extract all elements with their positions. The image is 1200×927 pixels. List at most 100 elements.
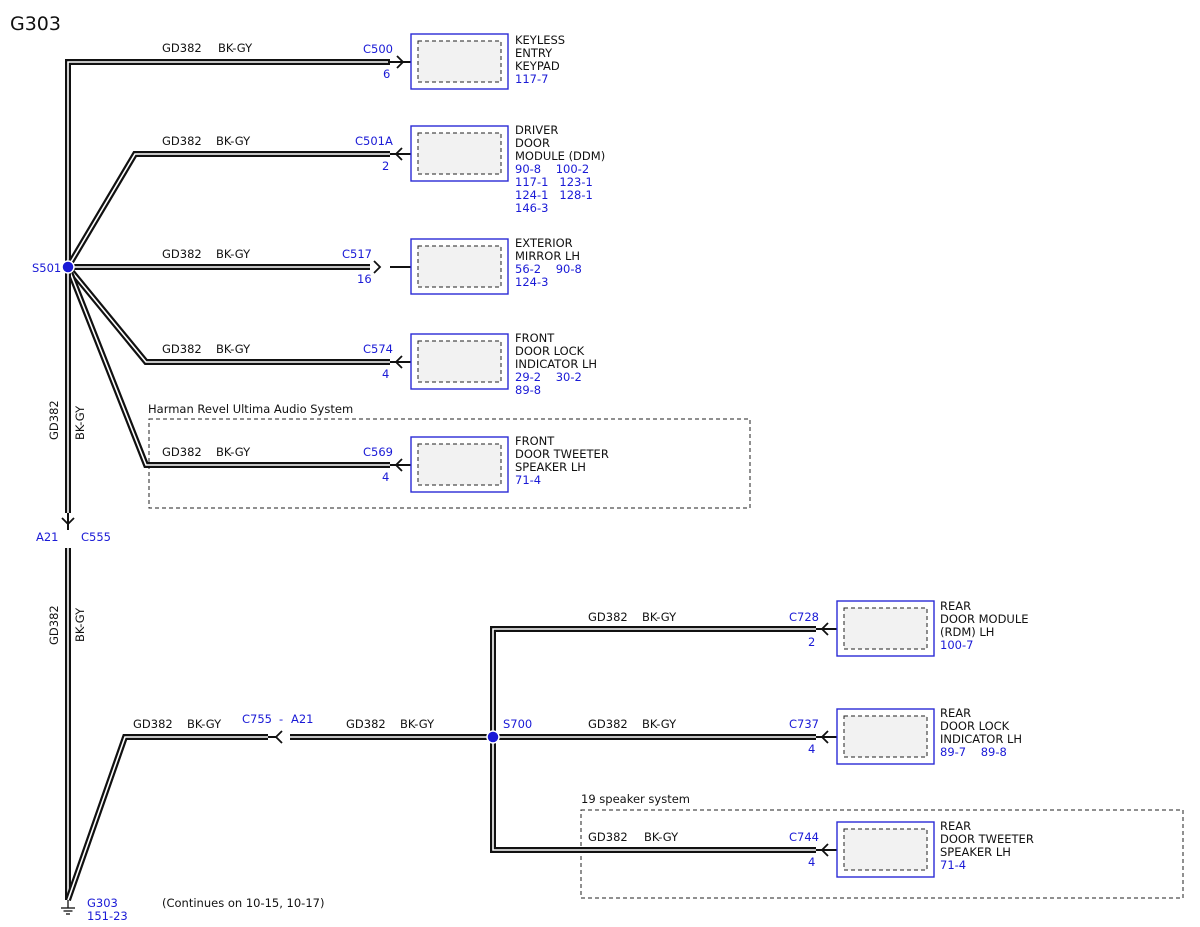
c517-arrow-icon <box>373 260 382 274</box>
wire-circuit: GD382 <box>47 400 61 440</box>
connector-pin: 4 <box>382 367 389 381</box>
wire-c574 <box>65 265 390 365</box>
connector-id: C755 <box>242 712 272 726</box>
connector-pin: 2 <box>382 159 389 173</box>
component-name: DOOR TWEETER <box>940 832 1034 846</box>
wire-circuit: GD382 <box>162 134 202 148</box>
component-front-lock <box>410 333 509 390</box>
wire-group <box>65 59 816 901</box>
connector-id: C517 <box>342 247 372 261</box>
wire-circuit: GD382 <box>162 247 202 261</box>
component-name: FRONT <box>515 434 555 448</box>
component-ref: 71-4 <box>940 858 966 872</box>
component-ref: 124-1 128-1 <box>515 188 593 202</box>
component-ref: 90-8 100-2 <box>515 162 589 176</box>
c501a-arrow-icon <box>394 147 403 161</box>
wire-color: BK-GY <box>216 247 251 261</box>
wire-color: BK-GY <box>644 830 679 844</box>
c574-arrow-icon <box>394 355 403 369</box>
connector-sep: - <box>279 712 283 726</box>
wire-lower-left <box>65 734 268 901</box>
wire-color: BK-GY <box>187 717 222 731</box>
wire-circuit: GD382 <box>162 445 202 459</box>
component-rear-lock <box>836 708 935 765</box>
component-mirror <box>410 238 509 295</box>
component-name: DOOR TWEETER <box>515 447 609 461</box>
connector-pin: A21 <box>36 530 59 544</box>
wire-color: BK-GY <box>642 610 677 624</box>
wire-circuit: GD382 <box>588 830 628 844</box>
wire-color: BK-GY <box>216 134 251 148</box>
component-name: DRIVER <box>515 123 558 137</box>
harman-option-box: Harman Revel Ultima Audio System <box>148 402 751 509</box>
component-ref: 117-7 <box>515 72 548 86</box>
wire-c500 <box>65 59 390 267</box>
component-ref: 117-1 123-1 <box>515 175 593 189</box>
component-ddm <box>410 125 509 182</box>
wire-c501a <box>65 151 390 269</box>
c737-arrow-icon <box>820 730 829 744</box>
wire-color: BK-GY <box>642 717 677 731</box>
component-name: MODULE (DDM) <box>515 149 605 163</box>
wire-color: BK-GY <box>216 445 251 459</box>
wire-color: BK-GY <box>216 342 251 356</box>
connector-pin: A21 <box>291 712 314 726</box>
connector-id: C574 <box>363 342 393 356</box>
wire-circuit: GD382 <box>346 717 386 731</box>
connector-id: C737 <box>789 717 819 731</box>
continues-note: (Continues on 10-15, 10-17) <box>162 896 324 910</box>
wire-c569 <box>65 265 390 468</box>
component-rear-tweeter <box>836 821 935 878</box>
component-keypad <box>410 33 509 90</box>
connector-pin: 2 <box>808 635 815 649</box>
connector-id: C501A <box>355 134 393 148</box>
component-name: ENTRY <box>515 46 553 60</box>
splice-s700-icon <box>486 730 500 744</box>
component-name: KEYLESS <box>515 33 565 47</box>
wire-labels: GD382 BK-GY GD382 BK-GY GD382 BK-GY GD38… <box>47 41 679 844</box>
c569-arrow-icon <box>394 458 403 472</box>
wire-color: BK-GY <box>400 717 435 731</box>
wire-circuit: GD382 <box>47 605 61 645</box>
component-ref: 146-3 <box>515 201 548 215</box>
connector-id: C555 <box>81 530 111 544</box>
component-front-tweeter <box>410 436 509 493</box>
wire-color: BK-GY <box>73 607 87 642</box>
c500-arrow-icon <box>396 55 405 69</box>
wire-circuit: GD382 <box>588 717 628 731</box>
wire-color: BK-GY <box>73 405 87 440</box>
component-name: SPEAKER LH <box>515 460 586 474</box>
component-name: DOOR LOCK <box>515 344 585 358</box>
component-name: (RDM) LH <box>940 625 994 639</box>
component-name: KEYPAD <box>515 59 560 73</box>
speaker19-option-label: 19 speaker system <box>581 792 690 806</box>
component-name: INDICATOR LH <box>940 732 1022 746</box>
connector-id: C728 <box>789 610 819 624</box>
component-name: DOOR LOCK <box>940 719 1010 733</box>
component-name: DOOR MODULE <box>940 612 1029 626</box>
component-name: REAR <box>940 599 971 613</box>
component-ref: 100-7 <box>940 638 973 652</box>
wire-circuit: GD382 <box>162 342 202 356</box>
connector-labels: C500 6 C501A 2 C517 16 C574 4 C569 4 A21… <box>36 42 819 869</box>
component-ref: 89-8 <box>515 383 541 397</box>
component-ref: 89-7 89-8 <box>940 745 1007 759</box>
component-ref: 56-2 90-8 <box>515 262 582 276</box>
component-name: DOOR <box>515 136 550 150</box>
speaker19-option-box: 19 speaker system <box>580 792 1184 899</box>
component-name: MIRROR LH <box>515 249 580 263</box>
ground-icon <box>61 900 75 915</box>
connector-id: C500 <box>363 42 393 56</box>
wire-color: BK-GY <box>218 41 253 55</box>
splice-s700-label: S700 <box>503 717 532 731</box>
connector-arrows <box>61 55 837 857</box>
component-name: INDICATOR LH <box>515 357 597 371</box>
c744-arrow-icon <box>820 843 829 857</box>
connector-pin: 4 <box>808 742 815 756</box>
component-name: EXTERIOR <box>515 236 573 250</box>
diagram-title: G303 <box>10 13 61 35</box>
ground-id: G303 <box>87 896 118 910</box>
splice-s501-icon <box>61 260 75 274</box>
component-ref: 29-2 30-2 <box>515 370 582 384</box>
